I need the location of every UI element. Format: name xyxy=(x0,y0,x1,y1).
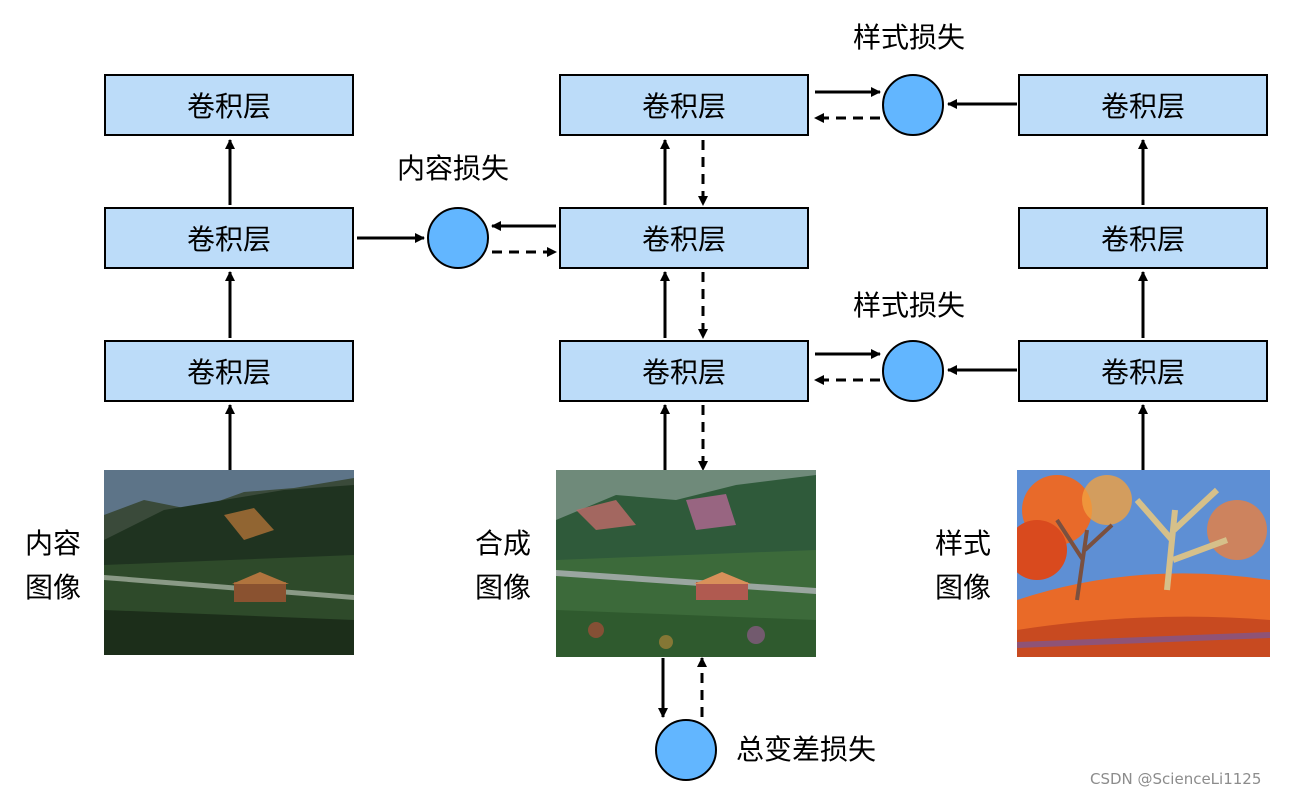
style-image xyxy=(1017,470,1270,657)
layer-label: 卷积层 xyxy=(186,356,271,389)
style-loss-label-top: 样式损失 xyxy=(853,21,966,54)
content-loss-label: 内容损失 xyxy=(397,152,510,185)
layer-label: 卷积层 xyxy=(641,90,726,123)
content-conv-layer-1: 卷积层 xyxy=(104,340,354,402)
style-conv-layer-3: 卷积层 xyxy=(1018,74,1268,136)
style-conv-layer-2: 卷积层 xyxy=(1018,207,1268,269)
layer-label: 卷积层 xyxy=(641,356,726,389)
layer-label: 卷积层 xyxy=(186,223,271,256)
synth-image-label: 合成 图像 xyxy=(475,522,531,610)
layer-label: 卷积层 xyxy=(1100,223,1185,256)
watermark: CSDN @ScienceLi1125 xyxy=(1090,770,1262,788)
synth-image-label-line1: 合成 xyxy=(475,527,532,560)
layer-label: 卷积层 xyxy=(1100,90,1185,123)
style-image-label-line2: 图像 xyxy=(935,571,992,604)
synth-conv-layer-2: 卷积层 xyxy=(559,207,809,269)
content-loss-node xyxy=(427,207,489,269)
tv-loss-node xyxy=(655,719,717,781)
layer-label: 卷积层 xyxy=(641,223,726,256)
layer-label: 卷积层 xyxy=(186,90,271,123)
layer-label: 卷积层 xyxy=(1100,356,1185,389)
synthesized-image xyxy=(556,470,816,657)
content-image xyxy=(104,470,354,655)
style-image-label-line1: 样式 xyxy=(935,527,992,560)
content-image-label-line2: 图像 xyxy=(25,571,82,604)
synth-conv-layer-3: 卷积层 xyxy=(559,74,809,136)
tv-loss-label: 总变差损失 xyxy=(736,733,877,766)
content-conv-layer-2: 卷积层 xyxy=(104,207,354,269)
synth-image-label-line2: 图像 xyxy=(475,571,532,604)
style-conv-layer-1: 卷积层 xyxy=(1018,340,1268,402)
style-image-label: 样式 图像 xyxy=(935,522,991,610)
style-loss-node-bottom xyxy=(882,340,944,402)
content-conv-layer-3: 卷积层 xyxy=(104,74,354,136)
synth-conv-layer-1: 卷积层 xyxy=(559,340,809,402)
content-image-label: 内容 图像 xyxy=(25,522,81,610)
content-image-label-line1: 内容 xyxy=(25,527,82,560)
style-loss-node-top xyxy=(882,74,944,136)
style-loss-label-bottom: 样式损失 xyxy=(853,289,966,322)
